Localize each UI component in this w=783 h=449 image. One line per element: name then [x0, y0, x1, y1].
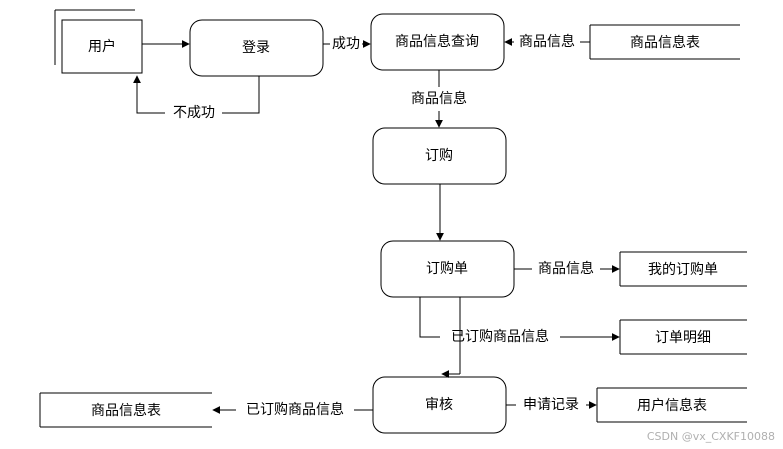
- store-my-orders: 我的订购单: [619, 251, 747, 287]
- flow-query-to-order: 商品信息: [411, 70, 467, 128]
- process-review: 审核: [372, 376, 507, 434]
- process-order-form: 订购单: [380, 240, 515, 298]
- flow-orderform-to-detail-label: 已订购商品信息: [451, 328, 549, 345]
- store-user-info: 用户信息表: [596, 387, 747, 423]
- process-product-query-label: 商品信息查询: [395, 33, 479, 50]
- process-order: 订购: [372, 127, 507, 185]
- process-order-form-label: 订购单: [426, 261, 468, 277]
- flow-login-success: 成功: [323, 36, 371, 52]
- flow-query-to-order-label: 商品信息: [411, 90, 467, 107]
- entity-user-label: 用户: [88, 38, 116, 55]
- store-order-detail: 订单明细: [619, 319, 747, 355]
- flow-store-to-query: 商品信息: [504, 33, 590, 50]
- store-product-info-bottom-label: 商品信息表: [91, 402, 161, 419]
- store-user-info-label: 用户信息表: [637, 397, 707, 414]
- entity-user-box: [61, 19, 143, 74]
- store-product-info-top: 商品信息表: [589, 24, 740, 60]
- process-login-label: 登录: [242, 40, 270, 56]
- process-review-label: 审核: [425, 397, 453, 413]
- process-product-query: 商品信息查询: [370, 13, 505, 71]
- flow-review-to-user-table-label: 申请记录: [523, 397, 579, 413]
- flow-login-fail: 不成功: [133, 75, 260, 121]
- store-order-detail-label: 订单明细: [655, 330, 711, 346]
- flow-review-to-product-table: 已订购商品信息: [212, 401, 373, 418]
- entity-user: 用户: [54, 9, 143, 74]
- flow-orderform-to-myorders-label: 商品信息: [538, 260, 594, 277]
- flow-orderform-to-myorders: 商品信息: [514, 260, 620, 277]
- process-login: 登录: [189, 19, 324, 77]
- watermark-text: CSDN @vx_CXKF10088: [647, 430, 775, 443]
- store-product-info-bottom: 商品信息表: [39, 392, 212, 428]
- flow-login-success-label: 成功: [332, 36, 360, 52]
- flow-orderform-to-review: [441, 297, 461, 378]
- store-my-orders-label: 我的订购单: [648, 262, 718, 278]
- flow-review-to-user-table: 申请记录: [506, 397, 597, 413]
- flow-orderform-to-detail: 已订购商品信息: [419, 297, 620, 345]
- process-order-label: 订购: [425, 148, 453, 164]
- store-product-info-top-label: 商品信息表: [630, 34, 700, 51]
- flow-review-to-product-table-label: 已订购商品信息: [246, 401, 344, 418]
- flow-store-to-query-label: 商品信息: [519, 33, 575, 50]
- flow-login-fail-label: 不成功: [173, 105, 215, 121]
